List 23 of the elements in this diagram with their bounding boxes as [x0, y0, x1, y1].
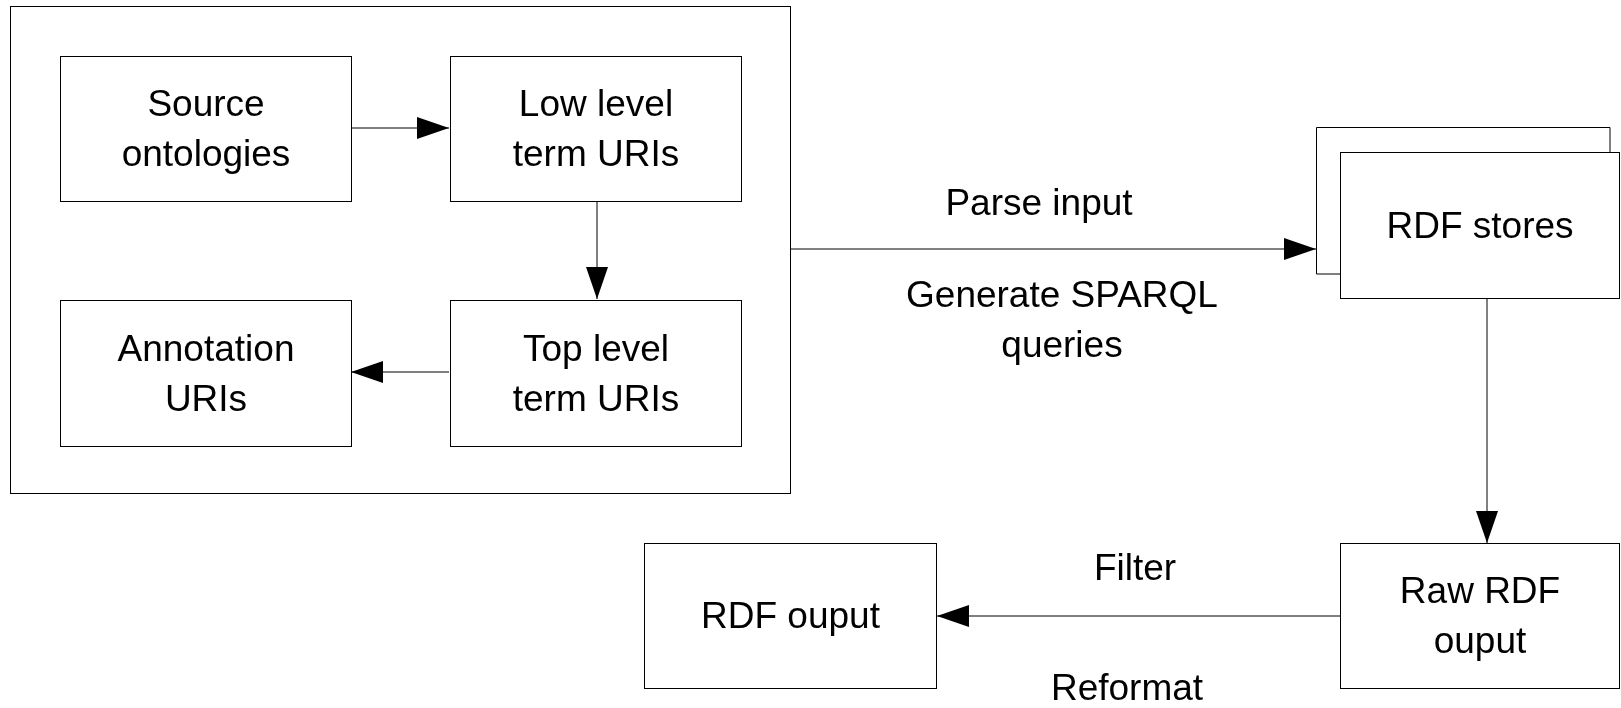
arrow [350, 361, 450, 383]
process-box [60, 56, 352, 202]
arrow [790, 238, 1317, 260]
box-label: RDF ouput [701, 594, 880, 639]
line-note: Generate SPARQL queries [905, 273, 1219, 367]
box-label: Source ontologies [120, 82, 292, 176]
box-label: Low level term URIs [511, 82, 681, 176]
arrow [936, 605, 1341, 627]
line-note: Reformat [1049, 666, 1205, 708]
box-label: Top level term URIs [511, 326, 681, 421]
process-box [644, 543, 937, 689]
group-box [10, 6, 791, 494]
box-label: Annotation URIs [116, 326, 296, 421]
process-box [1340, 543, 1620, 689]
stacked-store-box [1316, 127, 1620, 299]
arrow [1476, 298, 1498, 544]
box-label: RDF stores [1386, 203, 1574, 248]
arrow [586, 200, 608, 300]
arrow [350, 117, 450, 139]
process-box [60, 300, 352, 447]
box-label: Raw RDF ouput [1398, 569, 1562, 663]
process-box [450, 56, 742, 202]
process-box [450, 300, 742, 447]
